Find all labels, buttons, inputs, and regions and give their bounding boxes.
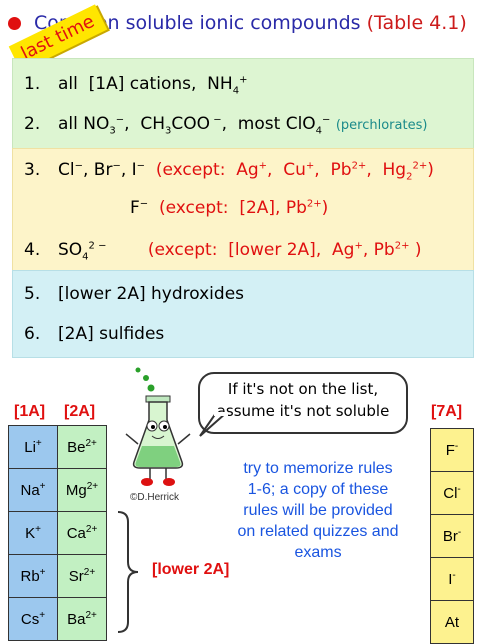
group-7a-header: [7A] bbox=[431, 403, 463, 420]
rules-green-band bbox=[12, 58, 474, 150]
table-row: Br- bbox=[430, 514, 474, 558]
element-cell: Cl- bbox=[430, 471, 474, 515]
lower-2a-bracket-icon bbox=[117, 511, 139, 633]
rule-number: 1. bbox=[24, 74, 41, 94]
rule-text: [2A] sulfides bbox=[58, 324, 165, 344]
rule-number: 4. bbox=[24, 240, 41, 260]
table-row: I- bbox=[430, 557, 474, 601]
element-cell: Sr2+ bbox=[57, 554, 107, 598]
rule-number: 6. bbox=[24, 324, 41, 344]
rule-text: all NO3−, CH3COO −, most ClO4− bbox=[58, 114, 331, 137]
rule-text: SO42 − bbox=[58, 240, 107, 263]
element-cell: K+ bbox=[8, 511, 58, 555]
rule-text: [lower 2A] hydroxides bbox=[58, 284, 245, 304]
rule-5: 5. [lower 2A] hydroxides bbox=[24, 284, 244, 304]
credit-text: ©D.Herrick bbox=[130, 492, 180, 503]
element-cell: Mg2+ bbox=[57, 468, 107, 512]
element-cell: Cs+ bbox=[8, 597, 58, 641]
element-cell: Li+ bbox=[8, 425, 58, 469]
element-cell: Rb+ bbox=[8, 554, 58, 598]
rule-exception: (except: Ag+, Cu+, Pb2+, Hg22+) bbox=[150, 160, 434, 183]
rule-text: Cl−, Br−, I− bbox=[58, 160, 146, 180]
lower-2a-label: [lower 2A] bbox=[152, 561, 230, 578]
rule-number: 3. bbox=[24, 160, 41, 180]
speech-bubble: If it's not on the list, assume it's not… bbox=[198, 372, 408, 434]
table-row: K+ Ca2+ bbox=[8, 511, 107, 555]
bubble-line-1: If it's not on the list, bbox=[227, 380, 379, 398]
rule-fluoride: F− (except: [2A], Pb2+) bbox=[130, 198, 328, 218]
rules-cyan-band bbox=[12, 270, 474, 358]
group-2a-header: [2A] bbox=[64, 403, 96, 420]
bubble-tail-icon bbox=[199, 412, 229, 437]
table-row: Na+ Mg2+ bbox=[8, 468, 107, 512]
table-row: Cs+ Ba2+ bbox=[8, 597, 107, 641]
rule-1: 1. all [1A] cations, NH4+ bbox=[24, 74, 248, 97]
element-cell: Br- bbox=[430, 514, 474, 558]
bubble-line-2: assume it's not soluble bbox=[216, 402, 390, 420]
rule-4: 4. SO42 − (except: [lower 2A], Ag+, Pb2+ … bbox=[24, 240, 422, 263]
rules-yellow-band bbox=[12, 148, 474, 272]
page-title: Common soluble ionic compounds (Table 4.… bbox=[34, 12, 467, 34]
memorize-note: try to memorize rules 1-6; a copy of the… bbox=[237, 460, 399, 561]
table-row: F- bbox=[430, 428, 474, 472]
element-cell: Be2+ bbox=[57, 425, 107, 469]
flask-character-icon bbox=[125, 367, 191, 486]
rule-exception: (except: [2A], Pb2+) bbox=[153, 198, 329, 218]
rule-2: 2. all NO3−, CH3COO −, most ClO4− (perchl… bbox=[24, 114, 428, 137]
rule-3: 3. Cl−, Br−, I− (except: Ag+, Cu+, Pb2+, … bbox=[24, 160, 434, 183]
table-row: At bbox=[430, 600, 474, 644]
table-row: Rb+ Sr2+ bbox=[8, 554, 107, 598]
periodic-groups-1a-2a: Li+ Be2+ Na+ Mg2+ K+ Ca2+ Rb+ Sr2+ Cs+ B… bbox=[8, 425, 107, 641]
rule-text: F− bbox=[130, 198, 149, 218]
title-ref: (Table 4.1) bbox=[366, 12, 467, 34]
rule-number: 2. bbox=[24, 114, 41, 134]
title-bullet bbox=[8, 17, 21, 30]
periodic-group-7a: F- Cl- Br- I- At bbox=[430, 428, 474, 644]
table-row: Cl- bbox=[430, 471, 474, 515]
element-cell: I- bbox=[430, 557, 474, 601]
group-1a-header: [1A] bbox=[14, 403, 46, 420]
title-text: Common soluble ionic compounds bbox=[34, 12, 361, 34]
rule-exception: (except: [lower 2A], Ag+, Pb2+ ) bbox=[147, 240, 422, 260]
element-cell: Na+ bbox=[8, 468, 58, 512]
element-cell: Ca2+ bbox=[57, 511, 107, 555]
element-cell: Ba2+ bbox=[57, 597, 107, 641]
rule-number: 5. bbox=[24, 284, 41, 304]
rule-6: 6. [2A] sulfides bbox=[24, 324, 164, 344]
table-row: Li+ Be2+ bbox=[8, 425, 107, 469]
rule-note: (perchlorates) bbox=[335, 118, 428, 133]
element-cell: At bbox=[430, 600, 474, 644]
rule-text: all [1A] cations, NH4+ bbox=[58, 74, 248, 97]
element-cell: F- bbox=[430, 428, 474, 472]
